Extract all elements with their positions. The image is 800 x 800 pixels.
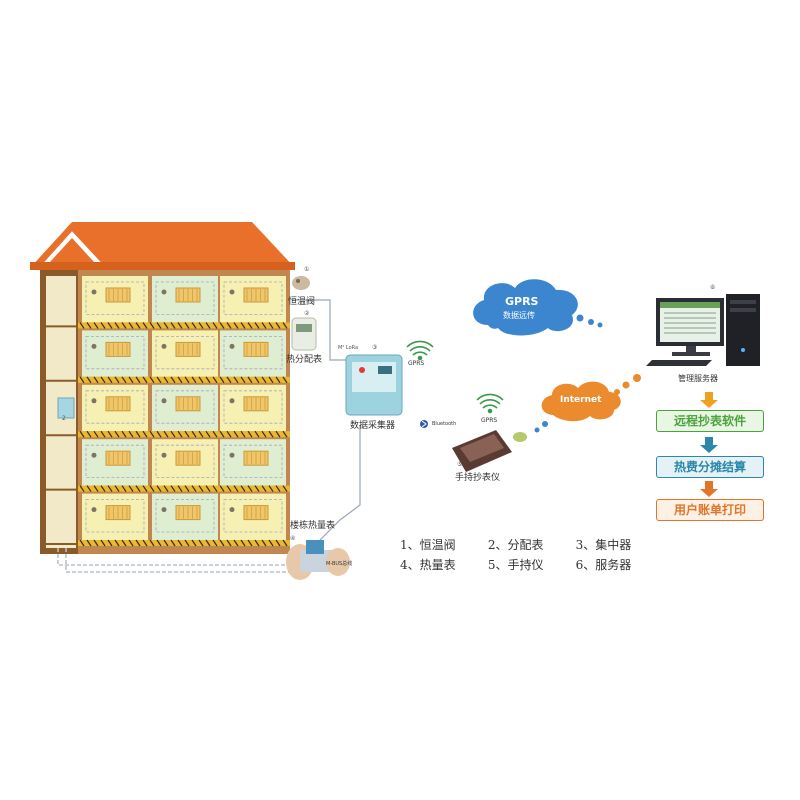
connection-dots [614, 374, 641, 395]
legend-item: 5、手持仪 [487, 558, 544, 572]
flow-step-label: 热费分摊结算 [673, 460, 746, 474]
valve-icon [91, 452, 97, 458]
valve-icon [161, 398, 167, 404]
collector-tiny-label: M² LoRa [338, 345, 359, 351]
wireless-signal-icon [476, 393, 504, 414]
valve-icon [91, 343, 97, 349]
building-heat-meter [286, 540, 350, 580]
floor-number: 2 [62, 415, 66, 422]
management-server [646, 294, 760, 366]
floor-slab [78, 540, 290, 546]
gprs-cloud-subtitle: 数据远传 [503, 311, 535, 320]
thermostatic-valve [292, 276, 310, 290]
valve-icon [161, 507, 167, 513]
bluetooth-label: Bluetooth [432, 421, 457, 427]
gprs-cloud-title: GPRS [505, 295, 539, 308]
connection-dots [534, 421, 548, 433]
legend-item: 1、恒温阀 [400, 538, 456, 552]
mbus-cable [292, 299, 361, 541]
flow-step-label: 用户账单打印 [673, 503, 746, 517]
heating-pipes [57, 548, 330, 573]
valve-icon [229, 507, 235, 513]
heat-meter-label: 楼栋热量表 [290, 521, 336, 531]
valve-icon [161, 289, 167, 295]
handheld-number: ⑤ [457, 461, 463, 468]
floor-slab [78, 376, 290, 383]
valve-icon [161, 452, 167, 458]
floor-slab [78, 322, 290, 329]
valve-icon [91, 289, 97, 295]
connection-dots [576, 314, 603, 328]
flow-arrow-icon [700, 481, 718, 497]
valve-icon [91, 507, 97, 513]
collector-label: 数据采集器 [350, 421, 396, 431]
legend-row-1: 1、恒温阀 2、分配表 3、集中器 [400, 536, 631, 553]
legend-item: 6、服务器 [575, 558, 632, 572]
gprs-handheld-label: GPRS [481, 417, 498, 424]
legend-item: 3、集中器 [575, 538, 632, 552]
allocator-number: ② [304, 310, 310, 317]
allocator-label: 热分配表 [286, 355, 323, 365]
internet-cloud-label: Internet [560, 395, 602, 405]
valve-icon [229, 398, 235, 404]
valve-icon [229, 289, 235, 295]
handheld-reader [452, 430, 527, 472]
floor-slab [78, 431, 290, 438]
legend-row-2: 4、热量表 5、手持仪 6、服务器 [400, 556, 631, 573]
flow-step-settlement: 热费分摊结算 [656, 456, 764, 478]
valve-number: ① [304, 266, 310, 273]
valve-label: 恒温阀 [288, 297, 316, 307]
gprs-collector-label: GPRS [408, 360, 425, 367]
data-collector [345, 354, 403, 416]
heat-meter-number: ④ [290, 535, 296, 542]
flow-step-label: 远程抄表软件 [673, 414, 746, 428]
server-label: 管理服务器 [678, 374, 718, 383]
floor-slab [78, 485, 290, 492]
flow-step-billing: 用户账单打印 [656, 499, 764, 521]
mbus-label: M-BUS总线 [326, 561, 353, 567]
flow-arrow-icon [700, 437, 718, 453]
roof [30, 222, 295, 268]
valve-icon [91, 398, 97, 404]
server-number: ⑥ [710, 284, 716, 291]
heat-cost-allocator [291, 317, 317, 351]
building [30, 222, 295, 554]
floor-collector-unit [57, 397, 75, 419]
legend-item: 2、分配表 [487, 538, 544, 552]
bluetooth-icon [420, 420, 428, 428]
valve-icon [229, 343, 235, 349]
flow-step-meter-reading: 远程抄表软件 [656, 410, 764, 432]
handheld-label: 手持抄表仪 [455, 473, 501, 483]
gprs-cloud [473, 279, 578, 336]
wireless-signal-icon [406, 340, 434, 361]
flow-arrow-icon [700, 392, 718, 408]
legend-item: 4、热量表 [400, 558, 456, 572]
collector-number: ③ [372, 344, 378, 351]
internet-cloud [541, 381, 621, 422]
valve-icon [229, 452, 235, 458]
valve-icon [161, 343, 167, 349]
